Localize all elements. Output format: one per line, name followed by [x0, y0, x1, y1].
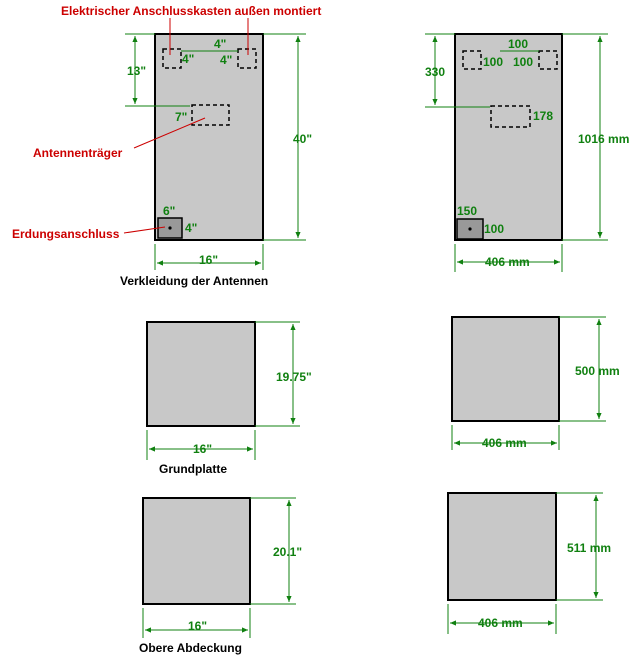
dim-ground-h-m: 100: [484, 222, 504, 236]
dim-height: 40": [293, 132, 312, 146]
dim-box-b: 4": [220, 53, 232, 67]
junction-box-right: [237, 48, 257, 69]
base-plate: [146, 321, 256, 427]
ground-connector-dot: [168, 226, 172, 230]
antenna-panel-imperial: 4" 4" 4" 13" 7" 40" 6" 4" 16" Verkleidun…: [120, 33, 312, 288]
dim-width: 16": [199, 253, 218, 267]
callout-ground: Erdungsanschluss: [12, 227, 120, 241]
callouts: Elektrischer Anschlusskasten außen monti…: [12, 4, 321, 241]
dim-base-height-m: 500 mm: [575, 364, 620, 378]
dim-box-gap: 4": [214, 37, 226, 51]
dim-top-offset: 13": [127, 64, 146, 78]
dim-cover-height: 20.1": [273, 545, 302, 559]
junction-box-left: [162, 48, 182, 69]
dim-ground-w-m: 150: [457, 204, 477, 218]
antenna-panel-metric: 100 100 100 330 178 1016 mm 150 100 406 …: [425, 33, 629, 272]
top-cover-metric: 511 mm 406 mm: [447, 492, 611, 634]
dim-mount-m: 178: [533, 109, 553, 123]
dim-box-gap-m: 100: [508, 37, 528, 51]
base-plate-title: Grundplatte: [159, 462, 227, 476]
top-cover-title: Obere Abdeckung: [139, 641, 242, 655]
top-cover-imperial: 20.1" 16" Obere Abdeckung: [139, 497, 302, 655]
dim-box-a: 4": [182, 52, 194, 66]
junction-box-right-m: [538, 50, 558, 70]
dim-cover-width: 16": [188, 619, 207, 633]
dim-ground-w: 6": [163, 204, 175, 218]
dim-box-a-m: 100: [483, 55, 503, 69]
dim-cover-width-m: 406 mm: [478, 616, 523, 630]
antenna-mount-box-m: [490, 105, 531, 128]
dim-mount: 7": [175, 110, 187, 124]
ground-connector-dot-m: [468, 227, 472, 231]
callout-junction-box: Elektrischer Anschlusskasten außen monti…: [61, 4, 321, 18]
top-cover: [142, 497, 251, 605]
base-plate-m: [451, 316, 560, 422]
dim-cover-height-m: 511 mm: [567, 541, 611, 555]
dim-ground-h: 4": [185, 221, 197, 235]
dim-base-height: 19.75": [276, 370, 312, 384]
dim-base-width-m: 406 mm: [482, 436, 527, 450]
dim-top-offset-m: 330: [425, 65, 445, 79]
antenna-panel-title: Verkleidung der Antennen: [120, 274, 268, 288]
dim-height-m: 1016 mm: [578, 132, 629, 146]
junction-box-left-m: [462, 50, 482, 70]
dim-base-width: 16": [193, 442, 212, 456]
callout-antenna-mount: Antennenträger: [33, 146, 123, 160]
base-plate-imperial: 19.75" 16" Grundplatte: [146, 321, 312, 476]
top-cover-m: [447, 492, 557, 601]
dim-box-b-m: 100: [513, 55, 533, 69]
dim-width-m: 406 mm: [485, 255, 530, 269]
base-plate-metric: 500 mm 406 mm: [451, 316, 620, 450]
